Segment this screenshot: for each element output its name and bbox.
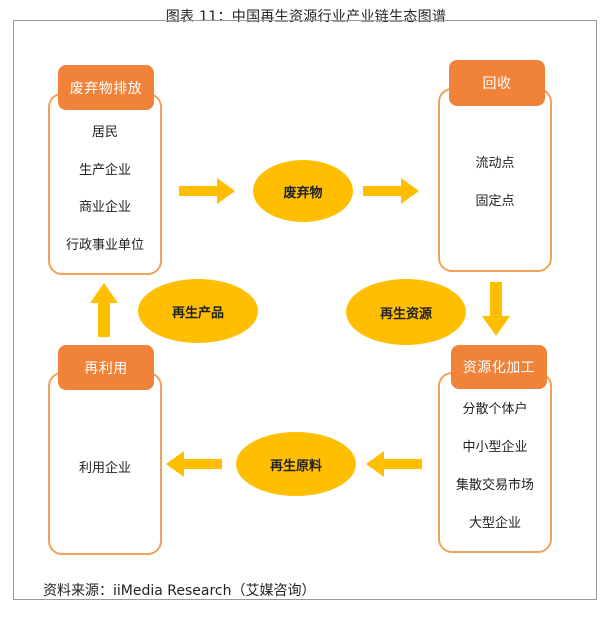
waste-discharge-tag: 废弃物排放: [58, 65, 154, 110]
down-arrow-icon: [482, 282, 510, 336]
processor-item: 中小型企业: [462, 440, 528, 455]
recycle-point-item: 流动点: [475, 156, 515, 171]
left-arrow-icon: [366, 451, 422, 477]
waste-source-item: 生产企业: [78, 163, 131, 178]
up-arrow-icon: [90, 283, 118, 337]
waste-source-item: 居民: [91, 125, 118, 140]
right-arrow-icon: [363, 178, 419, 204]
processing-tag: 资源化加工: [451, 345, 547, 389]
recycle-point-item: 固定点: [475, 194, 515, 209]
waste-flow-ellipse: 废弃物: [253, 160, 353, 222]
renewable-product-ellipse: 再生产品: [138, 279, 258, 343]
reuse-tag: 再利用: [58, 345, 154, 390]
processing-box: 分散个体户 中小型企业 集散交易市场 大型企业: [438, 372, 552, 553]
reuse-box: 利用企业: [48, 372, 162, 555]
renewable-resource-ellipse: 再生资源: [346, 279, 466, 345]
waste-source-item: 商业企业: [78, 200, 131, 215]
waste-discharge-box: 居民 生产企业 商业企业 行政事业单位: [48, 93, 162, 275]
processor-item: 集散交易市场: [455, 478, 534, 493]
processor-item: 大型企业: [468, 516, 521, 531]
reuse-enterprise-item: 利用企业: [78, 461, 131, 476]
source-note: 资料来源：iiMedia Research（艾媒咨询）: [43, 583, 316, 599]
renewable-material-ellipse: 再生原料: [236, 432, 356, 496]
recycle-box: 流动点 固定点: [438, 88, 552, 272]
left-arrow-icon: [166, 451, 222, 477]
recycle-tag: 回收: [449, 60, 545, 106]
right-arrow-icon: [179, 178, 235, 204]
diagram-frame: [13, 20, 597, 600]
diagram-title: 图表 11：中国再生资源行业产业链生态图谱: [165, 9, 447, 25]
waste-source-item: 行政事业单位: [65, 238, 144, 253]
processor-item: 分散个体户: [462, 402, 528, 417]
